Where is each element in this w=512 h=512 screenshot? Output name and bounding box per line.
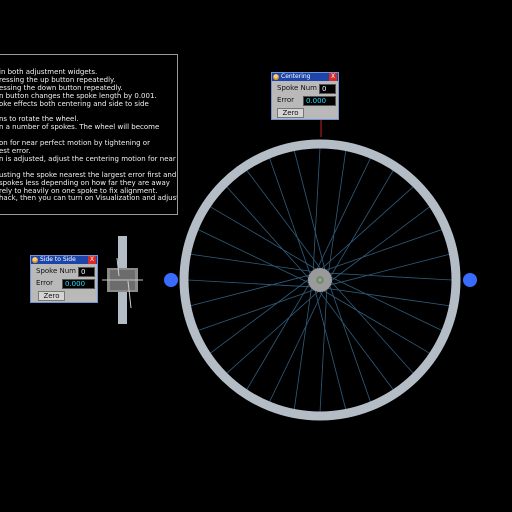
spoke [293,284,313,410]
spoke-num-field[interactable]: 0 [78,267,95,277]
instruction-line: spokes less depending on how far they ar… [0,178,170,187]
instruction-line: n is adjusted, adjust the centering moti… [0,154,176,163]
close-icon[interactable]: X [329,73,337,81]
spoke [226,186,312,282]
spoke [246,170,324,272]
error-label: Error [277,96,295,104]
side-to-side-title: Side to Side [40,256,76,263]
instruction-line: ns to rotate the wheel. [0,115,79,124]
instruction-line: oke effects both centering and side to s… [0,99,149,108]
spoke [315,157,371,273]
zero-button[interactable]: Zero [38,291,65,301]
spoke [246,280,312,390]
spoke [327,275,443,331]
spoke [226,288,322,374]
spoke [190,253,316,273]
spoke [312,147,321,275]
instruction-line: rely to heavily on one spoke to fix alig… [0,186,158,195]
side-to-side-body: Spoke Num 0 Error 0.000 Zero [31,264,97,302]
side-view [102,236,143,324]
spoke [269,157,312,278]
hub-axle-icon [316,276,324,284]
spoke [318,186,414,272]
spoke [293,150,327,274]
zero-button[interactable]: Zero [277,108,304,118]
right-axle-marker [463,273,477,287]
gear-icon[interactable]: ⚙ [273,74,279,80]
error-label: Error [36,279,54,287]
spoke-num-label: Spoke Num [36,267,76,275]
spoke [327,150,347,276]
instruction-line: in both adjustment widgets. [0,68,98,76]
error-field: 0.000 [62,279,95,289]
centering-titlebar[interactable]: ⚙ Centering X [272,73,338,81]
instruction-line: essing the down button repeatedly. [0,83,123,92]
spokes-group [187,147,453,413]
instruction-line: n button changes the spoke length by 0.0… [0,91,157,100]
side-to-side-titlebar[interactable]: ⚙ Side to Side X [31,256,97,264]
centering-widget: ⚙ Centering X Spoke Num 0 Error 0.000 Ze… [271,72,339,120]
gear-icon[interactable]: ⚙ [32,257,38,263]
spoke [187,279,315,288]
spoke [197,229,313,285]
error-field: 0.000 [303,96,336,106]
spoke [313,286,347,410]
instruction-line: usting the spoke nearest the largest err… [0,170,177,179]
spoke-num-field[interactable]: 0 [319,84,336,94]
spoke [210,206,320,272]
spoke [326,253,450,287]
wheel-rim [179,139,461,421]
instruction-line: ressing the up button repeatedly. [0,75,116,84]
centering-title: Centering [281,73,311,80]
spoke [328,170,394,280]
spoke [320,288,430,354]
instruction-line: est error. [0,147,31,155]
close-icon[interactable]: X [88,256,96,264]
spoke [324,287,450,307]
spoke [328,278,414,374]
spoke [197,288,318,331]
instructions-panel: in both adjustment widgets.ressing the u… [0,54,178,215]
left-axle-marker [164,273,178,287]
spoke [328,282,371,403]
side-to-side-widget: ⚙ Side to Side X Spoke Num 0 Error 0.000… [30,255,98,303]
spoke-num-label: Spoke Num [277,84,317,92]
instruction-line: hack, then you can turn on Visualization… [0,194,178,203]
spoke [316,288,394,390]
spoke [325,272,453,281]
instruction-line: n a number of spokes. The wheel will bec… [0,123,160,132]
spoke [190,273,314,307]
spoke [269,287,325,403]
instruction-line: on for near perfect motion by tightening… [0,139,150,148]
wheel-hub [308,268,332,292]
spoke [322,229,443,272]
centering-body: Spoke Num 0 Error 0.000 Zero [272,81,338,119]
spoke [319,285,328,413]
spoke [328,206,430,284]
spoke [210,276,312,354]
